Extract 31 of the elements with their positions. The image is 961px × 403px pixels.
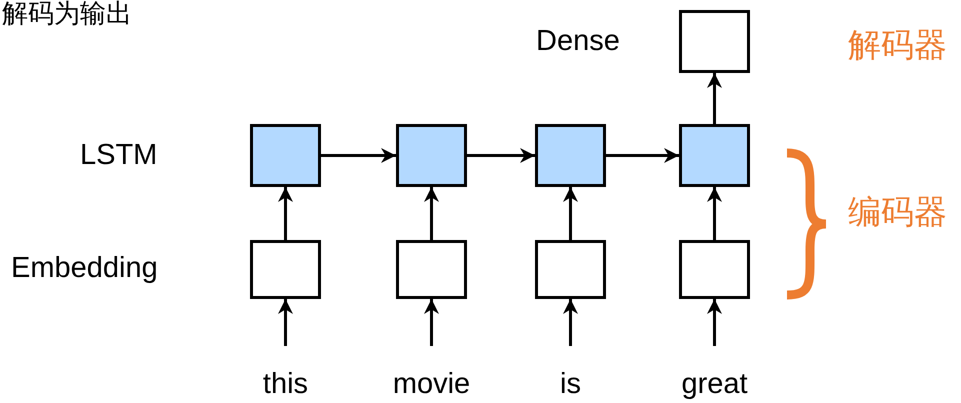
arrow [563, 187, 578, 240]
arrow [278, 299, 293, 346]
input-word: great [649, 366, 780, 402]
arrow [321, 148, 396, 163]
input-word: movie [366, 366, 497, 402]
lstm-box [250, 124, 321, 187]
arrow [606, 148, 679, 163]
arrow [467, 148, 535, 163]
arrow [707, 73, 722, 124]
embedding-box [396, 240, 467, 299]
arrow [707, 299, 722, 346]
lstm-box [535, 124, 606, 187]
heading-text: 解码为输出 [2, 0, 132, 26]
input-word: is [505, 366, 636, 402]
arrow [424, 187, 439, 240]
row-label: LSTM [80, 141, 158, 170]
decoder-label: 解码器 [848, 28, 947, 61]
embedding-box [535, 240, 606, 299]
arrow [707, 187, 722, 240]
dense-box [679, 10, 750, 73]
encoder-label: 编码器 [848, 195, 947, 228]
lstm-box [679, 124, 750, 187]
arrow [278, 187, 293, 240]
lstm-box [396, 124, 467, 187]
input-word: this [220, 366, 351, 402]
embedding-box [679, 240, 750, 299]
arrow [563, 299, 578, 346]
embedding-box [250, 240, 321, 299]
row-label: Dense [536, 27, 620, 56]
row-label: Embedding [11, 254, 158, 283]
arrow [424, 299, 439, 346]
